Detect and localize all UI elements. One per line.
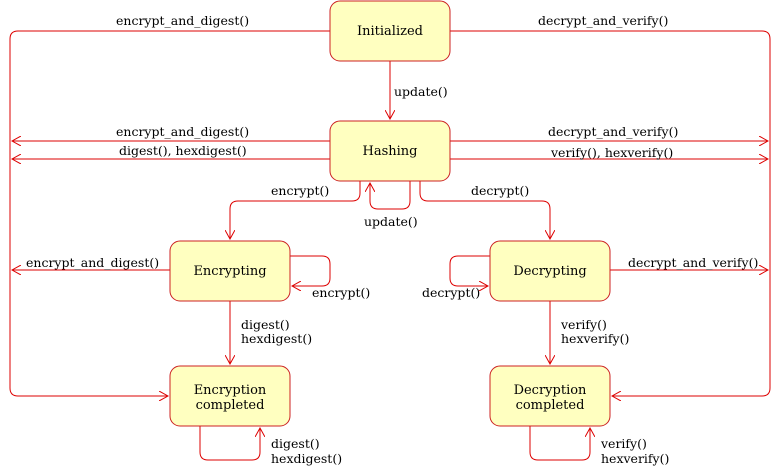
label-enc-digest-1: digest() — [241, 317, 290, 332]
edge-init-encrypt-and-digest — [9, 30, 330, 396]
state-initialized: Initialized — [329, 0, 451, 62]
label-enc-encrypt-and-digest: encrypt_and_digest() — [26, 255, 159, 270]
label-dec-decrypt-and-verify: decrypt_and_verify() — [628, 255, 758, 270]
state-decryption-completed-line2: completed — [516, 398, 585, 413]
label-hash-digest: digest(), hexdigest() — [119, 143, 247, 158]
edge-dec-decrypt-loop — [449, 255, 490, 286]
label-dec-decrypt-loop: decrypt() — [422, 285, 480, 300]
label-enc-encrypt-loop: encrypt() — [312, 285, 370, 300]
edge-hash-decrypt — [419, 181, 550, 239]
label-enc-digest-2: hexdigest() — [241, 331, 312, 346]
label-init-update: update() — [394, 84, 448, 99]
state-decryption-completed: Decryption completed — [489, 365, 611, 427]
state-hashing: Hashing — [329, 120, 451, 182]
label-encdone-loop-1: digest() — [271, 436, 320, 451]
edge-enc-encrypt-loop — [290, 255, 331, 286]
state-decrypting-label: Decrypting — [513, 264, 586, 279]
label-hash-decrypt-and-verify: decrypt_and_verify() — [548, 124, 678, 139]
label-hash-encrypt: encrypt() — [271, 183, 329, 198]
edge-encdone-loop — [199, 426, 260, 461]
state-encrypting: Encrypting — [169, 240, 291, 302]
label-hash-decrypt: decrypt() — [471, 183, 529, 198]
edges — [9, 30, 771, 461]
edge-labels: encrypt_and_digest() decrypt_and_verify(… — [26, 13, 758, 466]
label-init-decrypt-and-verify: decrypt_and_verify() — [538, 13, 668, 28]
label-dec-verify-2: hexverify() — [561, 331, 629, 346]
edge-decdone-loop — [529, 426, 590, 461]
label-hash-verify: verify(), hexverify() — [550, 145, 673, 160]
label-decdone-loop-1: verify() — [600, 436, 647, 451]
state-encryption-completed-line2: completed — [196, 398, 265, 413]
state-decrypting: Decrypting — [489, 240, 611, 302]
state-encryption-completed-line1: Encryption — [194, 383, 267, 398]
state-encryption-completed: Encryption completed — [169, 365, 291, 427]
label-init-encrypt-and-digest: encrypt_and_digest() — [116, 13, 249, 28]
state-encrypting-label: Encrypting — [193, 264, 266, 279]
edge-init-decrypt-and-verify — [450, 30, 771, 396]
state-initialized-label: Initialized — [357, 24, 423, 39]
label-dec-verify-1: verify() — [560, 317, 607, 332]
state-hashing-label: Hashing — [363, 144, 418, 159]
label-hash-encrypt-and-digest: encrypt_and_digest() — [116, 124, 249, 139]
label-encdone-loop-2: hexdigest() — [271, 451, 342, 466]
label-hash-update-loop: update() — [364, 214, 418, 229]
edge-hash-update-loop — [370, 181, 411, 210]
edge-hash-encrypt — [230, 181, 361, 239]
label-decdone-loop-2: hexverify() — [601, 451, 669, 466]
state-decryption-completed-line1: Decryption — [514, 383, 587, 398]
